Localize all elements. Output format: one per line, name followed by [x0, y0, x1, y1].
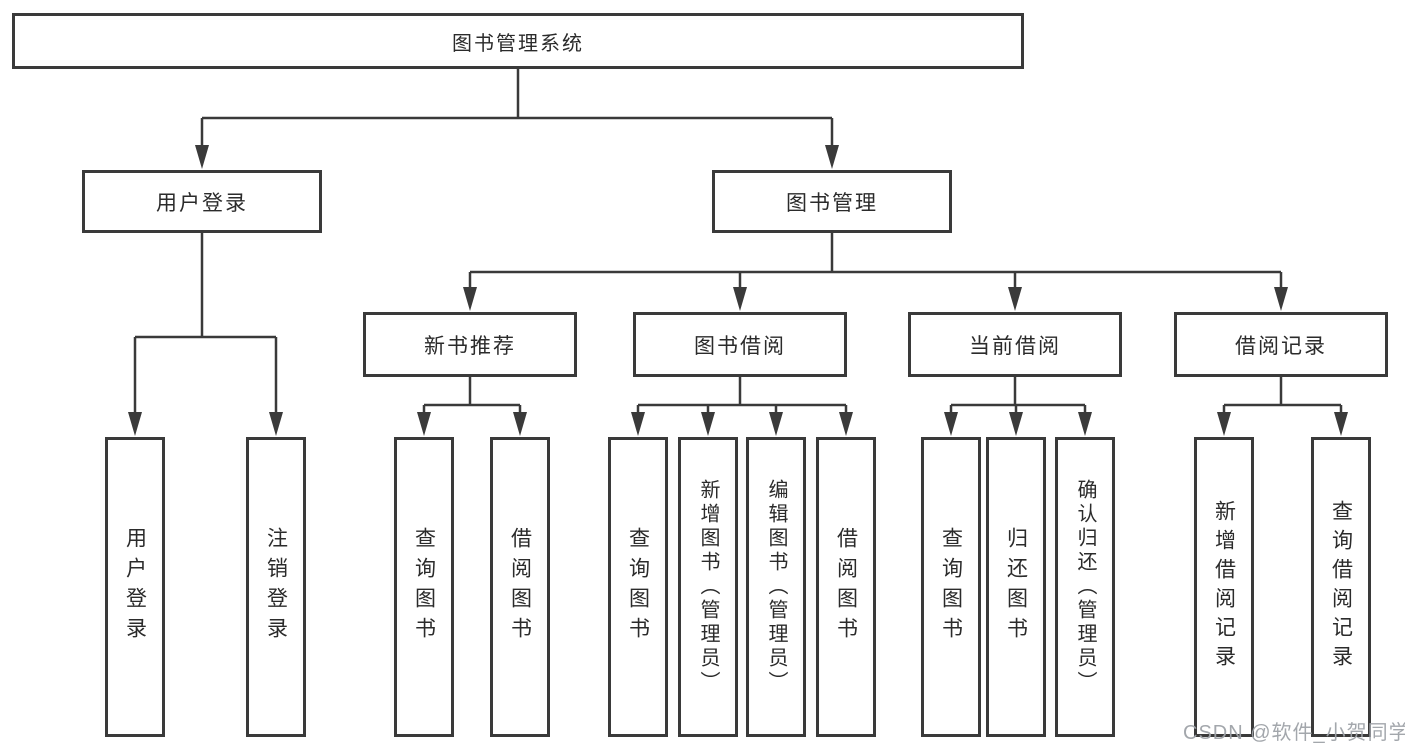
node-add-books-admin: 新增图书（管理员）: [678, 437, 738, 737]
node-logout: 注销登录: [246, 437, 306, 737]
node-library-management-system: 图书管理系统: [12, 13, 1024, 69]
node-book-borrowing: 图书借阅: [633, 312, 847, 377]
node-user-login: 用户登录: [82, 170, 322, 233]
node-query-books-borrowing: 查询图书: [608, 437, 668, 737]
node-user-login-leaf: 用户登录: [105, 437, 165, 737]
node-borrow-books-borrowing: 借阅图书: [816, 437, 876, 737]
node-book-management: 图书管理: [712, 170, 952, 233]
csdn-watermark: CSDN @软件_小贺同学: [1183, 722, 1405, 744]
node-borrow-books-recommend: 借阅图书: [490, 437, 550, 737]
node-query-books-current: 查询图书: [921, 437, 981, 737]
node-add-borrow-record: 新增借阅记录: [1194, 437, 1254, 737]
node-edit-books-admin: 编辑图书（管理员）: [746, 437, 806, 737]
node-query-borrow-record: 查询借阅记录: [1311, 437, 1371, 737]
node-current-borrowing: 当前借阅: [908, 312, 1122, 377]
node-borrowing-records: 借阅记录: [1174, 312, 1388, 377]
node-confirm-return-admin: 确认归还（管理员）: [1055, 437, 1115, 737]
arrowheads: [128, 145, 1348, 436]
node-new-book-recommend: 新书推荐: [363, 312, 577, 377]
node-return-books: 归还图书: [986, 437, 1046, 737]
node-query-books-recommend: 查询图书: [394, 437, 454, 737]
